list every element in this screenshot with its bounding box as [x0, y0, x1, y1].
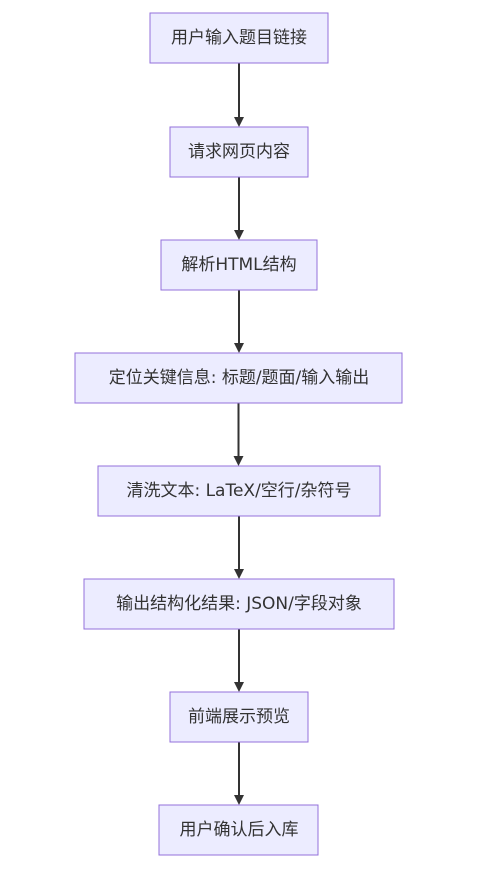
flowchart-node: 用户确认后入库 — [158, 804, 319, 856]
flowchart-node: 清洗文本: LaTeX/空行/杂符号 — [97, 465, 381, 517]
node-box — [158, 804, 319, 856]
flow-arrow-head — [234, 343, 244, 353]
node-box — [169, 691, 309, 743]
node-label: 前端展示预览 — [188, 707, 290, 727]
node-box — [83, 578, 395, 630]
flowchart-edges — [233, 63, 244, 805]
flowchart-node: 请求网页内容 — [169, 126, 309, 178]
node-box — [97, 465, 381, 517]
flowchart-node: 前端展示预览 — [169, 691, 309, 743]
flow-arrow-head — [234, 795, 244, 805]
node-label: 定位关键信息: 标题/题面/输入输出 — [109, 368, 370, 388]
node-label: 输出结构化结果: JSON/字段对象 — [116, 594, 362, 614]
node-box — [169, 126, 309, 178]
flow-arrow-head — [234, 230, 244, 240]
flowchart-node: 用户输入题目链接 — [149, 12, 329, 64]
flow-arrow-head — [233, 456, 244, 466]
node-box — [149, 12, 329, 64]
node-label: 解析HTML结构 — [181, 255, 296, 275]
flowchart-node: 解析HTML结构 — [160, 239, 318, 291]
node-box — [74, 352, 403, 404]
node-label: 用户确认后入库 — [180, 820, 299, 840]
flow-arrow-head — [234, 117, 244, 127]
flow-arrow-head — [234, 682, 244, 692]
node-label: 清洗文本: LaTeX/空行/杂符号 — [126, 481, 351, 501]
node-label: 请求网页内容 — [188, 142, 290, 162]
node-box — [160, 239, 318, 291]
flowchart-node: 输出结构化结果: JSON/字段对象 — [83, 578, 395, 630]
node-label: 用户输入题目链接 — [171, 28, 307, 48]
flow-arrow-head — [234, 569, 244, 579]
flowchart-node: 定位关键信息: 标题/题面/输入输出 — [74, 352, 403, 404]
